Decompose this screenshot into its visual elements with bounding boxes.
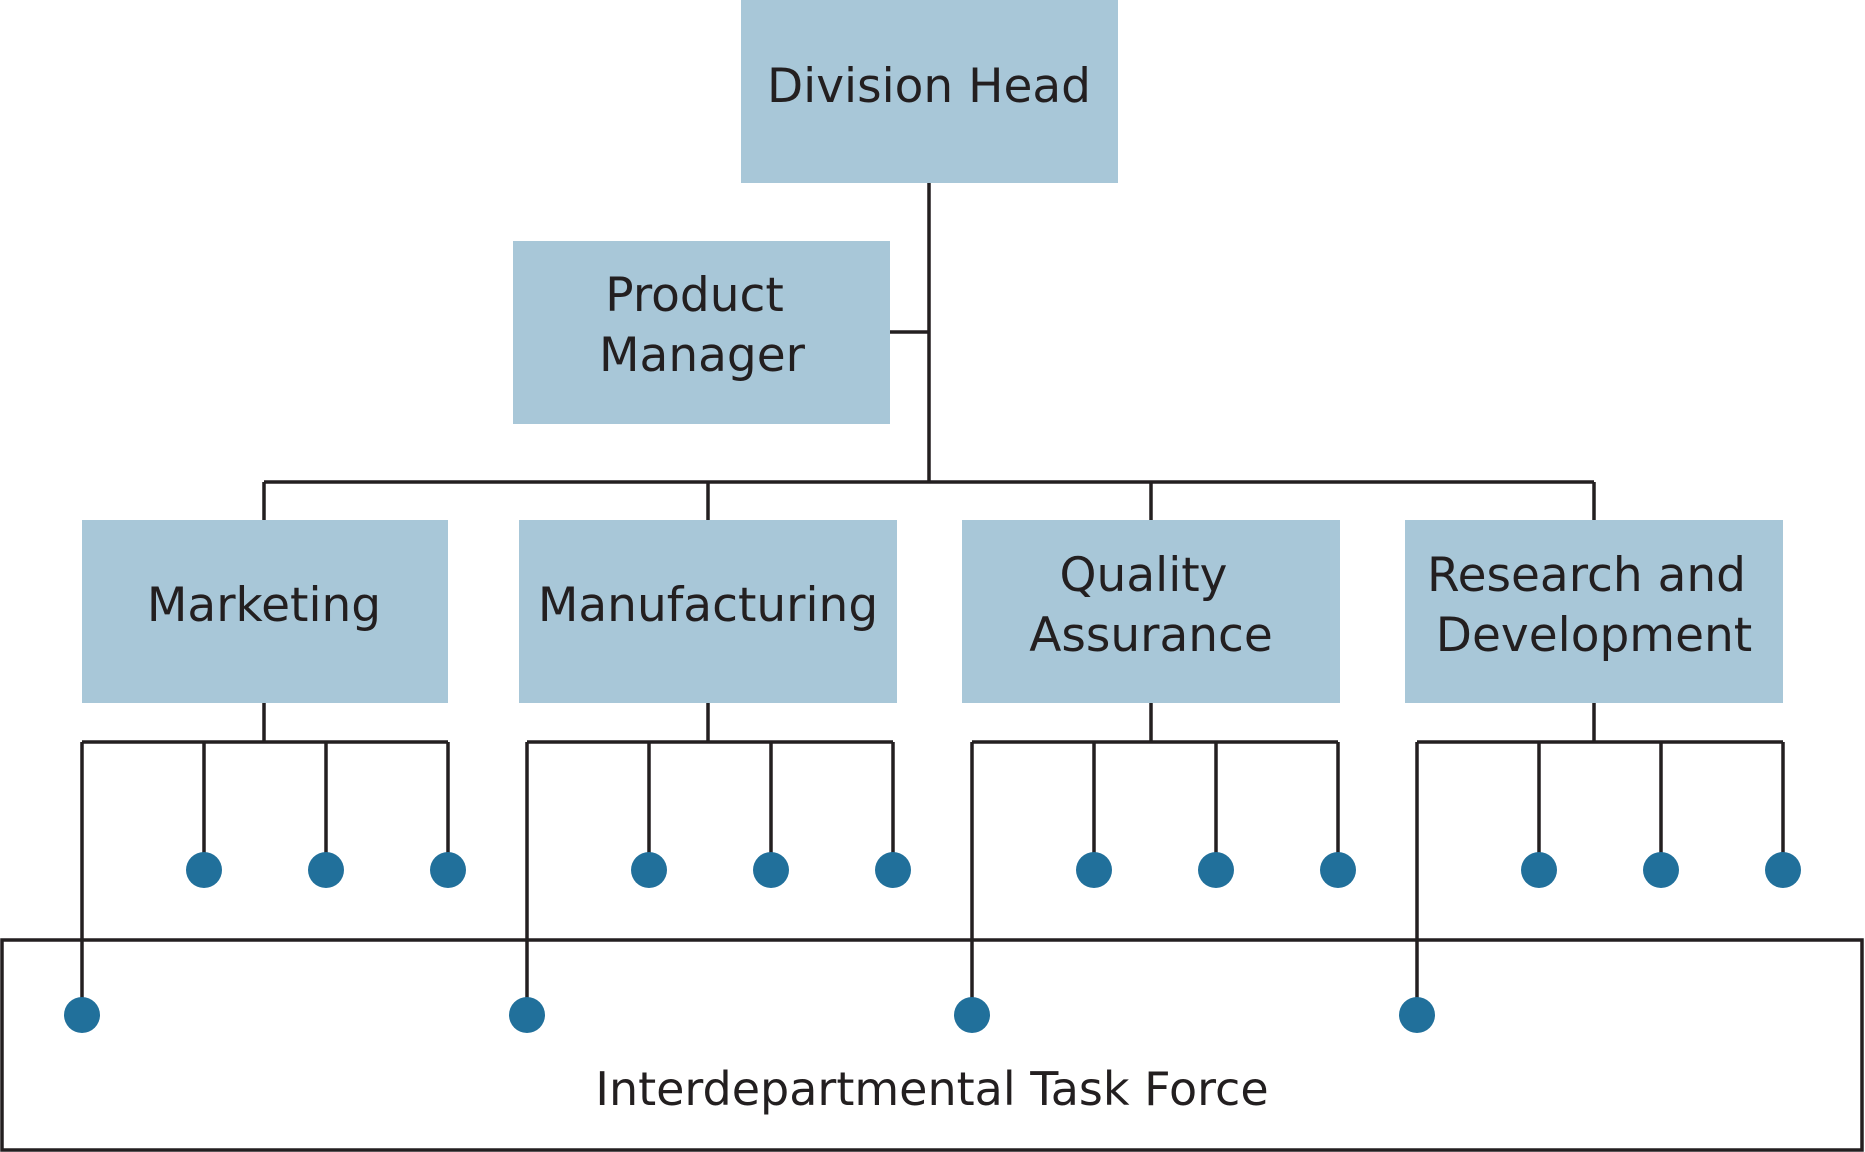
product-manager-box	[513, 241, 890, 424]
member-dot	[1521, 852, 1557, 888]
member-dot	[430, 852, 466, 888]
member-tree-marketing	[80, 703, 450, 1015]
department-label-line: Development	[1436, 608, 1752, 663]
task-force-member-dot	[64, 997, 100, 1033]
department-node-manufacturing: Manufacturing	[519, 520, 897, 703]
department-label-line: Research and	[1427, 548, 1746, 603]
division-head-label: Division Head	[767, 59, 1091, 114]
member-tree-research-development	[1415, 703, 1785, 1015]
department-label-manufacturing: Manufacturing	[538, 578, 878, 633]
task-force-label: Interdepartmental Task Force	[595, 1062, 1268, 1116]
department-label-line: Marketing	[147, 578, 381, 633]
task-force-member-dot	[954, 997, 990, 1033]
member-dot	[1643, 852, 1679, 888]
member-dot	[1198, 852, 1234, 888]
department-node-research-development: Research and Development	[1405, 520, 1783, 703]
member-tree-manufacturing	[525, 703, 895, 1015]
task-force-member-dot	[1399, 997, 1435, 1033]
department-label-line: Quality	[1060, 548, 1228, 603]
division-head-box	[741, 0, 1118, 183]
task-force-member-dots	[64, 997, 1435, 1033]
product-manager-label-line: Product	[605, 268, 783, 323]
product-manager-label: Product Manager	[599, 268, 806, 383]
department-box-quality-assurance	[962, 520, 1340, 703]
department-label-line: Manufacturing	[538, 578, 878, 633]
division-head-node: Division Head	[741, 0, 1118, 183]
product-manager-node: Product Manager	[513, 241, 890, 424]
member-dot	[308, 852, 344, 888]
department-box-research-development	[1405, 520, 1783, 703]
department-member-dots	[186, 852, 1801, 888]
connector-lines	[80, 183, 1785, 1015]
department-label-research-development: Research and Development	[1427, 548, 1761, 663]
department-label-quality-assurance: Quality Assurance	[1029, 548, 1273, 663]
member-dot	[875, 852, 911, 888]
member-dot	[186, 852, 222, 888]
department-label-marketing: Marketing	[147, 578, 381, 633]
department-node-marketing: Marketing	[82, 520, 448, 703]
member-dot	[753, 852, 789, 888]
department-node-quality-assurance: Quality Assurance	[962, 520, 1340, 703]
member-dot	[1320, 852, 1356, 888]
task-force-member-dot	[509, 997, 545, 1033]
division-head-label-line: Division Head	[767, 59, 1091, 114]
member-dot	[1076, 852, 1112, 888]
department-box-manufacturing	[519, 520, 897, 703]
department-box-marketing	[82, 520, 448, 703]
department-label-line: Assurance	[1029, 608, 1273, 663]
member-dot	[631, 852, 667, 888]
member-dot	[1765, 852, 1801, 888]
member-tree-quality-assurance	[970, 703, 1340, 1015]
task-force-box	[0, 938, 1864, 1152]
product-manager-label-line: Manager	[599, 328, 806, 383]
